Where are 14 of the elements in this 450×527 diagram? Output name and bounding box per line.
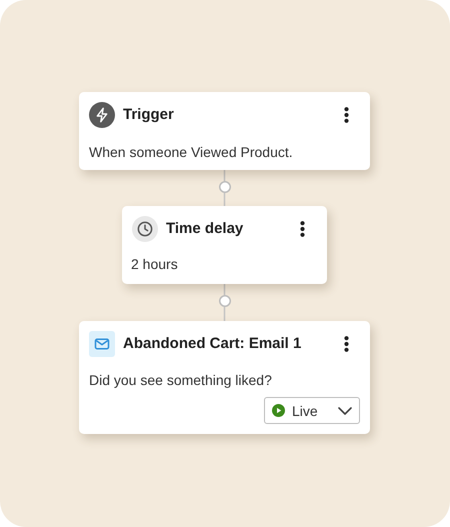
connector-line [224, 307, 226, 321]
connector-line [224, 193, 226, 206]
step-card [79, 321, 370, 434]
connector-line [224, 170, 226, 181]
step-title: Time delay [166, 220, 244, 238]
status-dropdown: Live [264, 397, 360, 424]
connector-line [224, 284, 226, 295]
step-card [122, 206, 327, 284]
step-description: When someone Viewed Product. [89, 143, 293, 161]
step-title: Trigger [123, 106, 174, 124]
step-description: 2 hours [131, 255, 178, 273]
step-title: Abandoned Cart: Email 1 [123, 335, 302, 353]
step-card [79, 92, 370, 170]
step-description: Did you see something liked? [89, 371, 272, 389]
